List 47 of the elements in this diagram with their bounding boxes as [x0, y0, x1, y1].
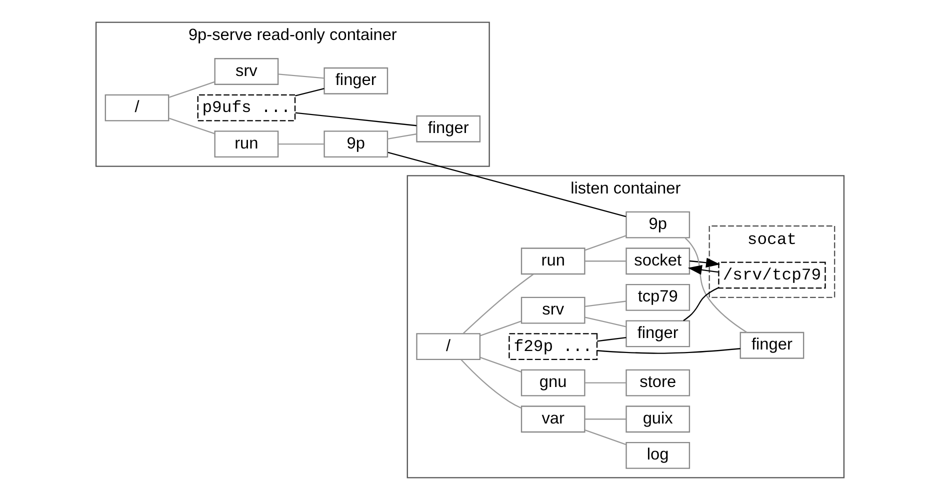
connector [168, 81, 215, 98]
connector [584, 300, 626, 307]
arrow [690, 258, 720, 268]
node-box: 9p [626, 211, 690, 238]
connector [683, 287, 719, 322]
connector [463, 274, 534, 334]
connector [584, 316, 626, 328]
node-box: p9ufs ... [197, 94, 296, 122]
node-box: 9p [324, 130, 388, 158]
node-box: finger [416, 115, 481, 142]
node-box: srv [214, 58, 279, 85]
node-box: store [626, 369, 690, 396]
connector [585, 260, 626, 262]
node-box: finger [740, 332, 804, 359]
arrow [688, 265, 718, 275]
node-box: var [520, 406, 586, 433]
node-box: run [520, 248, 586, 275]
connector [387, 133, 417, 140]
connector [278, 143, 324, 145]
connector [585, 418, 626, 420]
connector [585, 382, 626, 384]
node-box: tcp79 [626, 284, 690, 311]
node-box: run [214, 130, 279, 158]
connector [460, 359, 522, 409]
node-box: finger [626, 320, 690, 348]
node-box: f29p ... [508, 333, 598, 360]
node-box: / [104, 94, 170, 122]
node-box: log [626, 442, 690, 469]
connector [278, 74, 324, 79]
node-box: / [416, 333, 481, 360]
connector [597, 336, 626, 342]
connector [584, 429, 626, 446]
node-box: guix [626, 406, 690, 433]
connector [480, 320, 522, 336]
node-box: socket [626, 248, 690, 275]
connector [295, 112, 417, 126]
connector [295, 88, 324, 96]
connector [684, 238, 748, 333]
node-box: /srv/tcp79 [718, 262, 826, 289]
node-box: srv [520, 296, 586, 324]
connector [480, 356, 522, 373]
connector [597, 348, 740, 354]
node-box: finger [324, 67, 388, 94]
node-box: gnu [520, 369, 586, 396]
connector [584, 235, 626, 251]
connector [168, 118, 215, 134]
connector [388, 152, 626, 218]
